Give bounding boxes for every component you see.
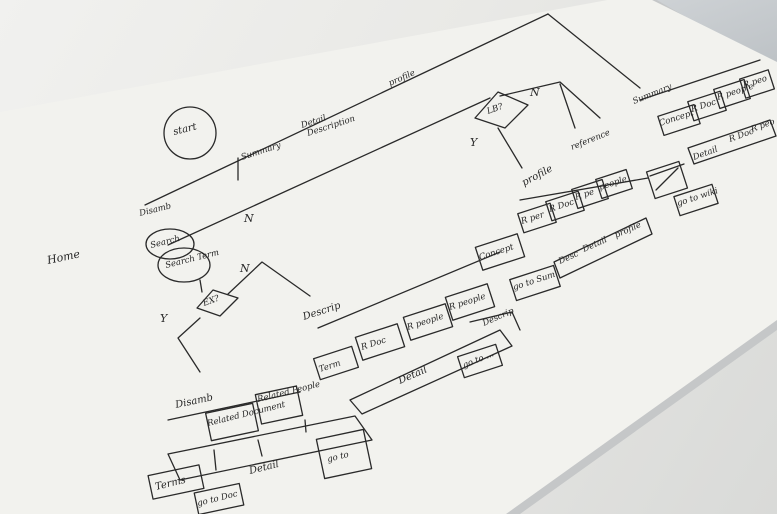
label-n-mid: N: [239, 262, 250, 275]
label-n-right: N: [529, 86, 540, 99]
label-n-left: N: [243, 212, 254, 225]
